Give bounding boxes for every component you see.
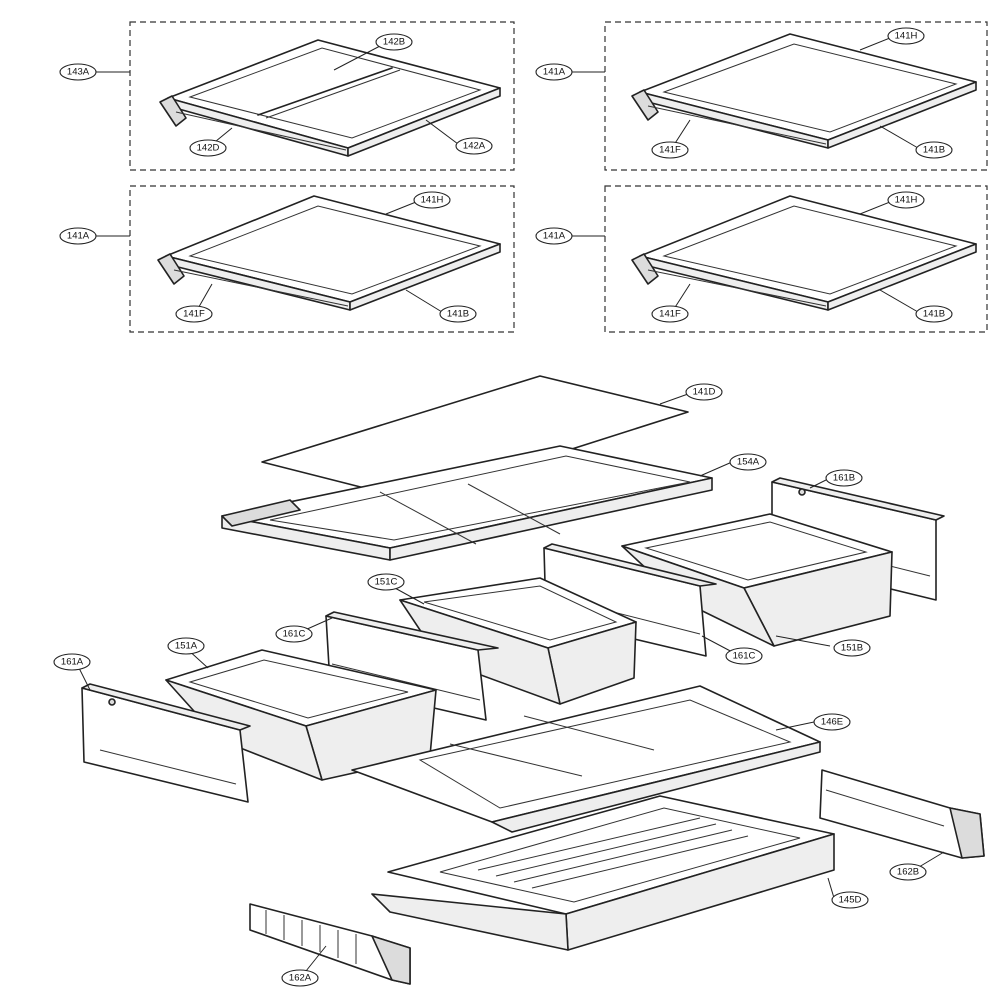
svg-text:162A: 162A [289, 973, 312, 984]
glass-shelf-drawing-2 [157, 195, 501, 311]
callout-143A: 143A [59, 63, 97, 81]
svg-text:142D: 142D [197, 143, 220, 154]
crisper-cover-frame-154A [221, 445, 713, 561]
svg-text:154A: 154A [737, 457, 760, 468]
shelf-assembly-141A-box-3 [604, 185, 988, 333]
middle-panel-161C-left [325, 611, 499, 721]
callout-142D: 142D [189, 139, 227, 157]
callout-151A: 151A [167, 637, 205, 655]
callout-142A: 142A [455, 137, 493, 155]
svg-text:142B: 142B [383, 37, 405, 48]
callout-141H-2: 141H [413, 191, 451, 209]
svg-text:141H: 141H [421, 195, 444, 206]
callout-141B-2: 141B [439, 305, 477, 323]
svg-text:141F: 141F [183, 309, 205, 320]
callout-141A-1: 141A [535, 63, 573, 81]
callout-161A: 161A [53, 653, 91, 671]
split-shelf-drawing [159, 39, 501, 157]
callout-141A-3: 141A [535, 227, 573, 245]
svg-text:141A: 141A [543, 231, 566, 242]
callout-146E: 146E [813, 713, 851, 731]
svg-text:141B: 141B [923, 309, 945, 320]
svg-text:142A: 142A [463, 141, 486, 152]
callout-141A-2: 141A [59, 227, 97, 245]
divider-shelf-146E [351, 685, 821, 833]
callout-151B: 151B [833, 639, 871, 657]
front-grille-162A [249, 903, 411, 985]
callout-151C: 151C [367, 573, 405, 591]
svg-text:162B: 162B [897, 867, 919, 878]
bottom-pan-145D [371, 795, 835, 951]
svg-text:151C: 151C [375, 577, 398, 588]
svg-text:141F: 141F [659, 309, 681, 320]
callout-161C-1: 161C [275, 625, 313, 643]
svg-text:141A: 141A [67, 231, 90, 242]
callout-161C-2: 161C [725, 647, 763, 665]
svg-text:141B: 141B [447, 309, 469, 320]
callout-141F-1: 141F [651, 141, 689, 159]
glass-shelf-drawing-1 [631, 33, 977, 149]
callout-162B: 162B [889, 863, 927, 881]
shelf-assembly-141A-box-1 [604, 21, 988, 171]
callout-141F-2: 141F [175, 305, 213, 323]
callout-154A: 154A [729, 453, 767, 471]
shelf-assembly-141A-box-2 [129, 185, 515, 333]
shelf-assembly-143A-box [129, 21, 515, 171]
callout-161B: 161B [825, 469, 863, 487]
side-panel-161A [81, 683, 251, 803]
svg-text:151A: 151A [175, 641, 198, 652]
svg-text:141H: 141H [895, 195, 918, 206]
svg-text:141F: 141F [659, 145, 681, 156]
svg-text:141D: 141D [693, 387, 716, 398]
svg-text:161A: 161A [61, 657, 84, 668]
svg-text:161C: 161C [733, 651, 756, 662]
crisper-drawer-151C [399, 577, 637, 705]
callout-141D: 141D [685, 383, 723, 401]
callout-141H-1: 141H [887, 27, 925, 45]
callout-141F-3: 141F [651, 305, 689, 323]
glass-shelf-drawing-3 [631, 195, 977, 311]
svg-text:141H: 141H [895, 31, 918, 42]
svg-text:141A: 141A [543, 67, 566, 78]
callout-162A: 162A [281, 969, 319, 987]
svg-text:161B: 161B [833, 473, 855, 484]
svg-text:143A: 143A [67, 67, 90, 78]
svg-text:161C: 161C [283, 629, 306, 640]
callout-145D: 145D [831, 891, 869, 909]
svg-text:146E: 146E [821, 717, 843, 728]
svg-text:141B: 141B [923, 145, 945, 156]
callout-141H-3: 141H [887, 191, 925, 209]
callout-142B: 142B [375, 33, 413, 51]
callout-141B-3: 141B [915, 305, 953, 323]
svg-text:151B: 151B [841, 643, 863, 654]
drawer-rail-162B [819, 769, 985, 859]
callout-141B-1: 141B [915, 141, 953, 159]
svg-text:145D: 145D [839, 895, 862, 906]
